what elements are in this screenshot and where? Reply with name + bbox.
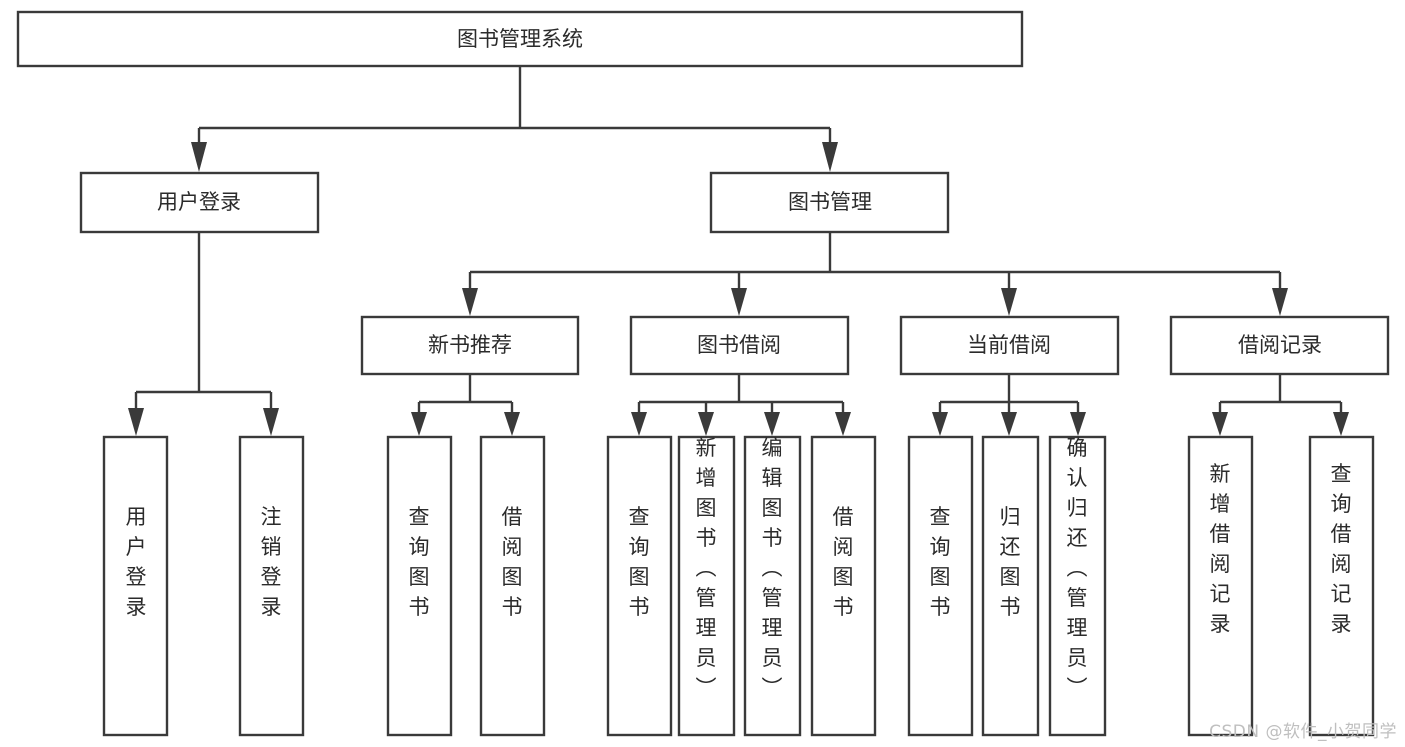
- node-leaf-edit-book[interactable]: 编辑图书︵管理员︶: [743, 435, 802, 737]
- arrow-head-icon: [822, 142, 838, 172]
- node-label: 图书管理系统: [457, 27, 583, 51]
- node-label: 图书管理: [788, 190, 872, 214]
- node-label: 归还图书: [1000, 505, 1021, 619]
- node-box[interactable]: [16, 10, 1024, 68]
- node-user-login[interactable]: 用户登录: [79, 171, 320, 234]
- arrow-head-icon: [932, 412, 948, 436]
- node-box[interactable]: [1187, 435, 1254, 737]
- arrow-head-icon: [191, 142, 207, 172]
- node-leaf-query-record[interactable]: 查询借阅记录: [1308, 435, 1375, 737]
- edge-borrowrecord-to-leaves: [1212, 374, 1349, 436]
- node-root[interactable]: 图书管理系统: [16, 10, 1024, 68]
- node-box[interactable]: [743, 435, 802, 737]
- edge-newbookrec-to-leaves: [411, 374, 520, 436]
- arrow-head-icon: [1272, 288, 1288, 316]
- edges-layer: [128, 66, 1349, 436]
- node-box[interactable]: [606, 435, 673, 737]
- node-box[interactable]: [629, 315, 850, 376]
- node-label: 确认归还︵管理员︶: [1067, 436, 1088, 700]
- node-leaf-add-record[interactable]: 新增借阅记录: [1187, 435, 1254, 737]
- node-label: 用户登录: [157, 190, 241, 214]
- node-label: 注销登录: [261, 505, 282, 619]
- node-box[interactable]: [981, 435, 1040, 737]
- node-label: 查询图书: [629, 505, 650, 619]
- node-box[interactable]: [360, 315, 580, 376]
- edge-bookborrow-to-leaves: [631, 374, 851, 436]
- arrow-head-icon: [263, 408, 279, 436]
- edge-bookmanage-to-level3: [462, 232, 1288, 316]
- arrow-head-icon: [1001, 288, 1017, 316]
- edge-currentborrow-to-leaves: [932, 374, 1086, 436]
- node-label: 借阅图书: [833, 505, 854, 619]
- node-label: 新书推荐: [428, 333, 512, 357]
- arrow-head-icon: [1070, 412, 1086, 436]
- node-label: 查询借阅记录: [1331, 462, 1352, 636]
- node-box[interactable]: [899, 315, 1120, 376]
- arrow-head-icon: [1212, 412, 1228, 436]
- node-box[interactable]: [677, 435, 736, 737]
- node-label: 用户登录: [126, 505, 147, 619]
- edge-root-to-level2: [191, 66, 838, 172]
- node-label: 新增图书︵管理员︶: [696, 436, 717, 700]
- node-box[interactable]: [1169, 315, 1390, 376]
- node-box[interactable]: [1308, 435, 1375, 737]
- arrow-head-icon: [698, 412, 714, 436]
- node-leaf-return-book[interactable]: 归还图书: [981, 435, 1040, 737]
- node-box[interactable]: [238, 435, 305, 737]
- node-new-book-rec[interactable]: 新书推荐: [360, 315, 580, 376]
- node-label: 新增借阅记录: [1210, 462, 1231, 636]
- node-box[interactable]: [810, 435, 877, 737]
- arrow-head-icon: [631, 412, 647, 436]
- node-label: 编辑图书︵管理员︶: [762, 436, 783, 700]
- node-box[interactable]: [479, 435, 546, 737]
- arrow-head-icon: [128, 408, 144, 436]
- node-label: 图书借阅: [697, 333, 781, 357]
- arrow-head-icon: [1001, 412, 1017, 436]
- node-book-borrow[interactable]: 图书借阅: [629, 315, 850, 376]
- node-leaf-user-logout[interactable]: 注销登录: [238, 435, 305, 737]
- arrow-head-icon: [1333, 412, 1349, 436]
- node-label: 借阅记录: [1238, 333, 1322, 357]
- node-box[interactable]: [907, 435, 974, 737]
- node-box[interactable]: [386, 435, 453, 737]
- node-book-manage[interactable]: 图书管理: [709, 171, 950, 234]
- node-label: 当前借阅: [967, 333, 1051, 357]
- node-label: 借阅图书: [502, 505, 523, 619]
- node-leaf-add-book[interactable]: 新增图书︵管理员︶: [677, 435, 736, 737]
- node-leaf-query-book-3[interactable]: 查询图书: [907, 435, 974, 737]
- node-leaf-query-book-1[interactable]: 查询图书: [386, 435, 453, 737]
- csdn-watermark: CSDN @软件_小贺同学: [1209, 722, 1397, 742]
- leaf-nodes-layer: 用户登录 注销登录 查询图书 借阅图书 查询图书 新增图书︵管理员︶: [102, 435, 1375, 737]
- node-leaf-user-login[interactable]: 用户登录: [102, 435, 169, 737]
- node-leaf-confirm-return[interactable]: 确认归还︵管理员︶: [1048, 435, 1107, 737]
- node-leaf-borrow-book-1[interactable]: 借阅图书: [479, 435, 546, 737]
- node-box[interactable]: [1048, 435, 1107, 737]
- arrow-head-icon: [835, 412, 851, 436]
- node-label: 查询图书: [930, 505, 951, 619]
- arrow-head-icon: [764, 412, 780, 436]
- node-box[interactable]: [79, 171, 320, 234]
- arrow-head-icon: [504, 412, 520, 436]
- node-box[interactable]: [709, 171, 950, 234]
- node-leaf-query-book-2[interactable]: 查询图书: [606, 435, 673, 737]
- node-label: 查询图书: [409, 505, 430, 619]
- node-current-borrow[interactable]: 当前借阅: [899, 315, 1120, 376]
- node-borrow-record[interactable]: 借阅记录: [1169, 315, 1390, 376]
- node-box[interactable]: [102, 435, 169, 737]
- edge-userlogin-to-leaves: [128, 232, 279, 436]
- arrow-head-icon: [731, 288, 747, 316]
- arrow-head-icon: [462, 288, 478, 316]
- node-leaf-borrow-book-2[interactable]: 借阅图书: [810, 435, 877, 737]
- arrow-head-icon: [411, 412, 427, 436]
